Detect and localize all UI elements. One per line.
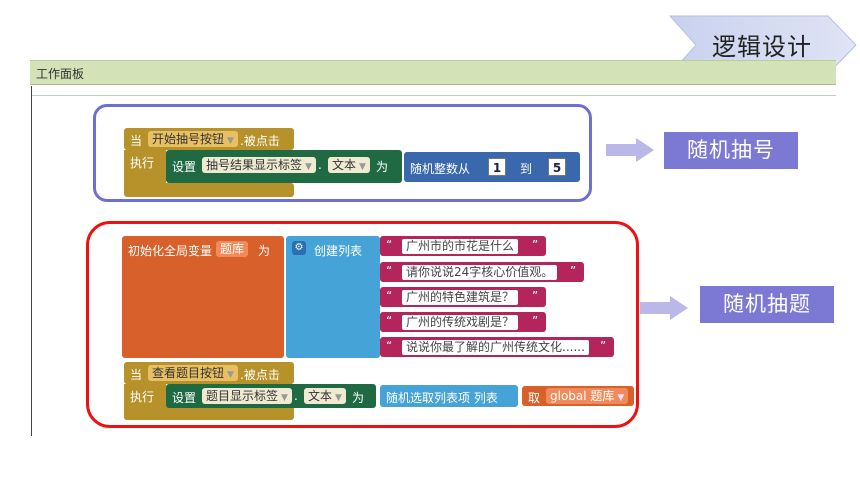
- set-label: 设置: [172, 391, 197, 405]
- setter-block[interactable]: 设置 题目显示标签▼ . 文本▼ 为: [166, 384, 376, 408]
- target-text: 题目显示标签: [206, 389, 279, 403]
- highlight-outline-random-question: [86, 221, 639, 428]
- arrow-right-icon: [640, 296, 688, 320]
- event-footer: [124, 183, 294, 197]
- workspace-title: 工作面板: [36, 67, 85, 81]
- global-variable-text: global 题库: [550, 389, 615, 403]
- quote-close-label: ”: [570, 264, 577, 278]
- chevron-down-icon: ▼: [281, 393, 288, 403]
- arrow-right-icon: [606, 138, 654, 162]
- list-item-text-block[interactable]: “ 说说你最了解的广州传统文化...... ”: [380, 337, 614, 357]
- dot-label: .: [294, 389, 298, 403]
- event-header[interactable]: 当 查看题目按钮▼ .被点击: [124, 362, 294, 384]
- chevron-down-icon: ▼: [227, 370, 234, 380]
- workspace-left-border: [31, 86, 32, 436]
- quote-open-label: “: [386, 264, 393, 278]
- highlight-outline-random-number: [93, 104, 592, 202]
- to-word-label: 到: [520, 162, 533, 176]
- list-item-text[interactable]: 广州市的市花是什么: [402, 239, 519, 254]
- event-label: .被点击: [240, 134, 280, 148]
- callout-random-question: 随机抽题: [700, 286, 834, 323]
- property-dropdown[interactable]: 文本▼: [328, 157, 370, 173]
- quote-open-label: “: [386, 238, 393, 252]
- slide-title-banner: 逻辑设计: [668, 14, 858, 76]
- callout-random-number: 随机抽号: [664, 132, 798, 169]
- setter-block[interactable]: 设置 抽号结果显示标签▼ . 文本▼ 为: [166, 150, 402, 183]
- random-integer-block[interactable]: 随机整数从 1 到 5: [404, 152, 580, 182]
- get-variable-block[interactable]: 取 global 题库▼: [522, 386, 634, 406]
- quote-close-label: ”: [600, 339, 607, 353]
- to-label: 为: [376, 160, 389, 174]
- quote-open-label: “: [386, 289, 393, 303]
- pick-random-item-block[interactable]: 随机选取列表项 列表: [380, 385, 518, 407]
- as-label: 为: [258, 244, 271, 258]
- list-item-text-block[interactable]: “ 广州市的市花是什么 ”: [380, 236, 546, 256]
- button-name-text: 查看题目按钮: [152, 366, 225, 380]
- from-number-input[interactable]: 1: [488, 158, 506, 176]
- workspace-top-line: [32, 95, 836, 96]
- gear-icon[interactable]: ⚙: [292, 241, 306, 255]
- init-global-block[interactable]: 初始化全局变量 题库 为: [122, 236, 284, 358]
- chevron-down-icon: ▼: [359, 162, 366, 172]
- pick-random-label: 随机选取列表项 列表: [386, 391, 498, 405]
- create-list-label: 创建列表: [314, 244, 363, 258]
- quote-close-label: ”: [532, 289, 539, 303]
- do-label: 执行: [130, 156, 155, 170]
- create-list-block[interactable]: ⚙ 创建列表: [286, 236, 380, 358]
- event-label: .被点击: [240, 368, 280, 382]
- global-variable-dropdown[interactable]: global 题库▼: [546, 388, 629, 404]
- chevron-down-icon: ▼: [305, 162, 312, 172]
- list-item-text-block[interactable]: “ 请你说说24字核心价值观。 ”: [380, 262, 584, 282]
- list-item-text-block[interactable]: “ 广州的传统戏剧是？ ”: [380, 312, 546, 332]
- property-dropdown[interactable]: 文本▼: [304, 388, 346, 404]
- list-item-text[interactable]: 说说你最了解的广州传统文化......: [402, 340, 589, 355]
- workspace-header: 工作面板: [30, 60, 836, 85]
- property-text: 文本: [308, 389, 333, 403]
- button-name-text: 开始抽号按钮: [152, 132, 225, 146]
- slide-title: 逻辑设计: [712, 33, 812, 61]
- event-footer: [124, 406, 294, 420]
- init-global-label: 初始化全局变量: [128, 244, 213, 258]
- get-label: 取: [528, 391, 541, 405]
- to-number-input[interactable]: 5: [548, 158, 566, 176]
- list-item-text[interactable]: 请你说说24字核心价值观。: [402, 265, 558, 280]
- event-header[interactable]: 当 开始抽号按钮▼ .被点击: [124, 128, 294, 150]
- random-integer-label: 随机整数从: [410, 162, 471, 176]
- variable-name-field[interactable]: 题库: [216, 241, 249, 257]
- property-text: 文本: [332, 158, 357, 172]
- do-label: 执行: [130, 390, 155, 404]
- list-item-text-block[interactable]: “ 广州的特色建筑是？ ”: [380, 287, 546, 307]
- list-item-text[interactable]: 广州的特色建筑是？: [402, 290, 519, 305]
- when-label: 当: [130, 134, 143, 148]
- list-item-text[interactable]: 广州的传统戏剧是？: [402, 315, 519, 330]
- button-name-dropdown[interactable]: 查看题目按钮▼: [148, 365, 238, 381]
- quote-open-label: “: [386, 314, 393, 328]
- when-label: 当: [130, 368, 143, 382]
- set-label: 设置: [172, 160, 197, 174]
- target-text: 抽号结果显示标签: [206, 158, 303, 172]
- chevron-down-icon: ▼: [335, 393, 342, 403]
- chevron-down-icon: ▼: [617, 393, 625, 403]
- target-component-dropdown[interactable]: 题目显示标签▼: [202, 388, 292, 404]
- quote-close-label: ”: [532, 238, 539, 252]
- quote-open-label: “: [386, 339, 393, 353]
- chevron-down-icon: ▼: [227, 136, 234, 146]
- quote-close-label: ”: [532, 314, 539, 328]
- target-component-dropdown[interactable]: 抽号结果显示标签▼: [202, 157, 316, 173]
- to-label: 为: [352, 391, 365, 405]
- button-name-dropdown[interactable]: 开始抽号按钮▼: [148, 131, 238, 147]
- dot-label: .: [318, 158, 322, 172]
